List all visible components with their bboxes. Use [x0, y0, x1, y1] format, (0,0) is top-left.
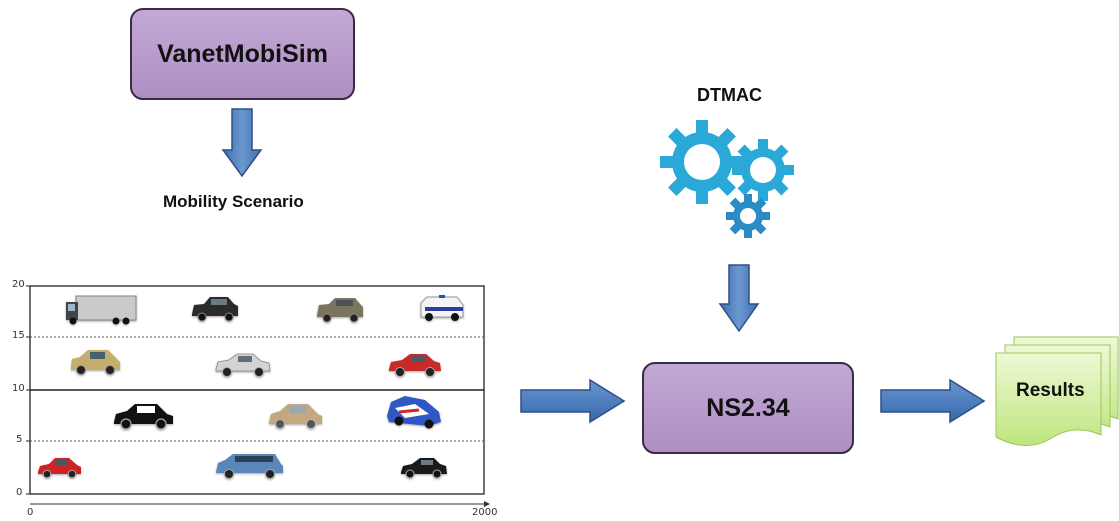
document-stack-icon	[995, 336, 1119, 446]
mobility-scenario-label: Mobility Scenario	[163, 192, 304, 211]
y-tick-label: 10	[12, 383, 25, 394]
vehicle-hatchback-red	[38, 458, 81, 479]
vehicle-sedan-red	[389, 354, 441, 377]
vehicle-hatchback-black	[114, 404, 173, 430]
gears-icon	[660, 120, 794, 238]
arrow-down-to-ns2	[718, 264, 760, 333]
vehicle-hatchback-beige	[269, 404, 322, 429]
results-label: Results	[1016, 380, 1085, 401]
road-lane-plot	[26, 285, 490, 507]
vehicle-police-van	[420, 295, 464, 321]
vehicle-hatchback-gold	[71, 350, 120, 375]
vehicle-truck	[66, 295, 137, 325]
vanetmobisim-label: VanetMobiSim	[157, 39, 328, 68]
arrow-right-to-ns2	[520, 378, 626, 424]
dtmac-label: DTMAC	[697, 85, 762, 105]
ns2-label: NS2.34	[706, 393, 790, 422]
y-tick-label: 15	[12, 330, 25, 341]
y-tick-label: 0	[16, 487, 23, 498]
y-tick-label: 20	[12, 279, 25, 290]
y-tick-label: 5	[16, 434, 23, 445]
vehicle-rally-car	[387, 396, 441, 429]
vehicle-wagon-blue	[216, 454, 283, 479]
vehicle-sedan-black	[401, 458, 447, 479]
vehicle-sedan-silver	[215, 353, 271, 377]
vehicle-suv-khaki	[317, 298, 363, 323]
x-tick-label: 2000	[472, 507, 498, 518]
vehicle-suv-dark	[192, 297, 238, 322]
x-tick-label: 0	[27, 507, 34, 518]
vanetmobisim-node: VanetMobiSim	[130, 8, 355, 100]
arrow-down-mobility	[221, 108, 263, 178]
ns2-node: NS2.34	[642, 362, 854, 454]
arrow-right-to-results	[880, 378, 986, 424]
